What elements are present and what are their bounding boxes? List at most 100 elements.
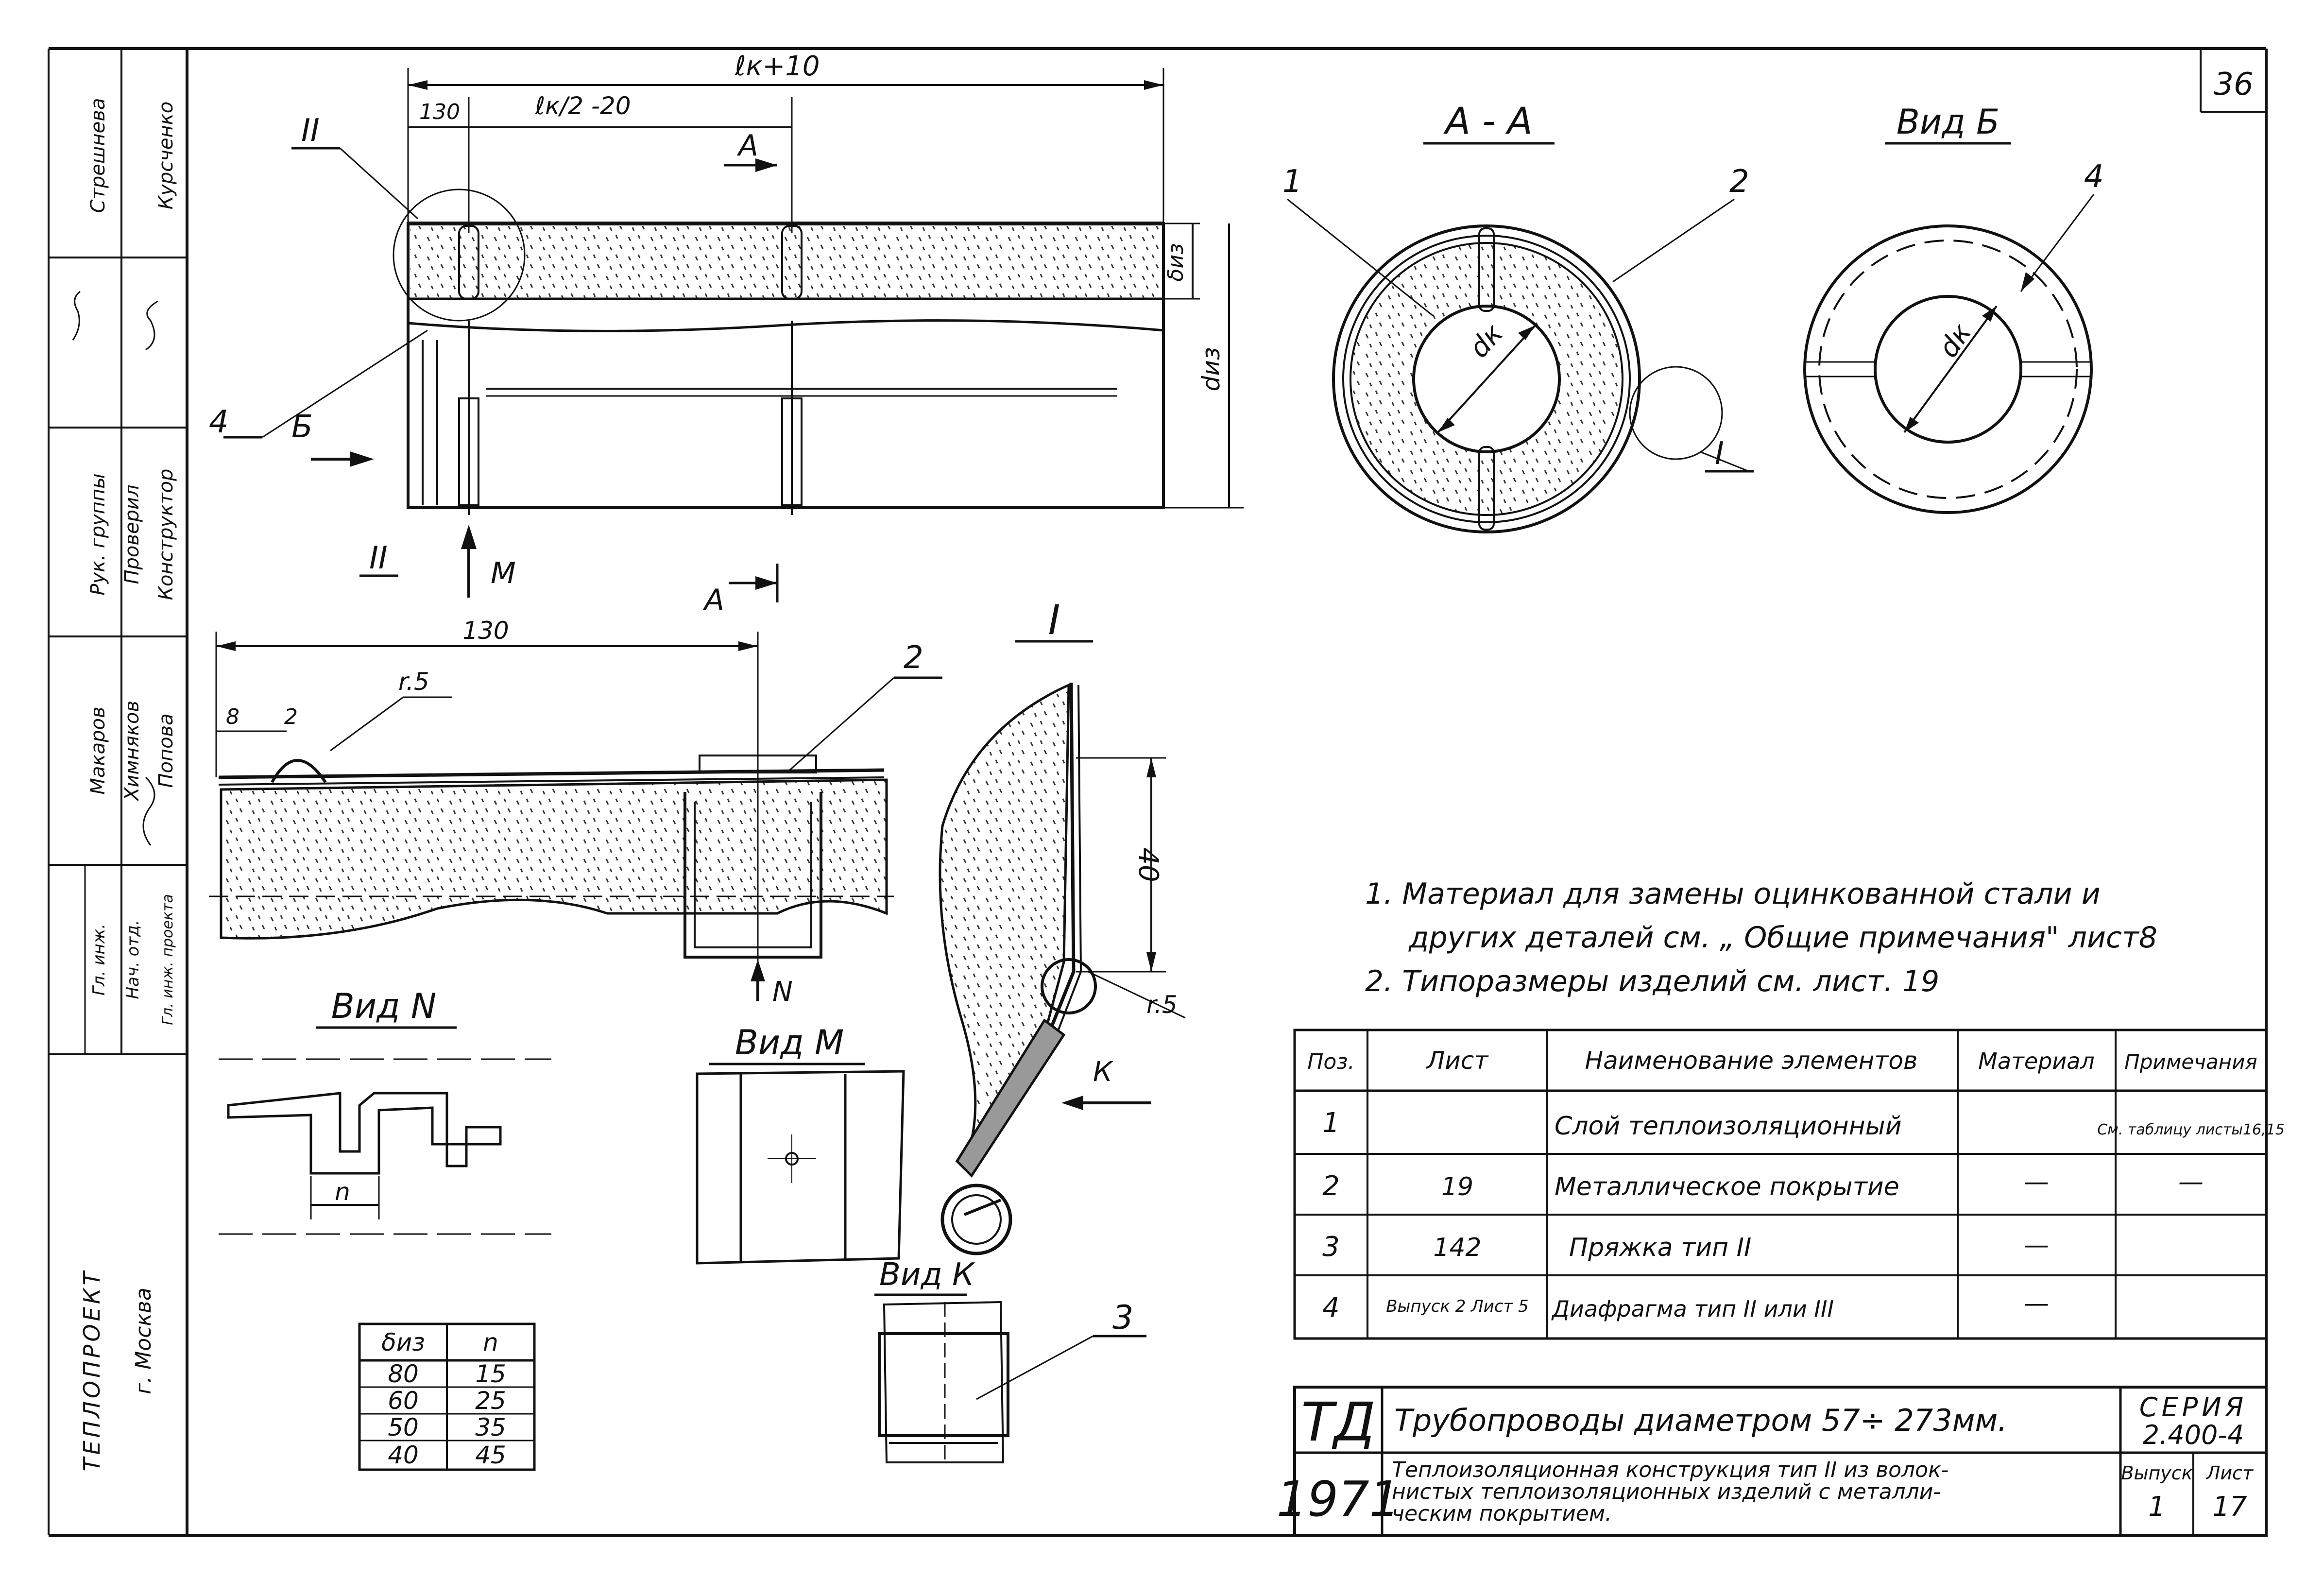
spec-row-pos: 3 — [1322, 1231, 1340, 1263]
spec-row-material: — — [2024, 1289, 2049, 1318]
n-table: δиз n 80 15 60 25 50 35 40 45 — [358, 1322, 536, 1471]
callout-4-main: 4 — [209, 404, 229, 440]
view-b: Вид Б dк 4 — [1803, 102, 2104, 514]
callout-ii-top: II — [301, 113, 320, 149]
spec-row-pos: 2 — [1322, 1170, 1340, 1202]
callout-4-view-b: 4 — [2084, 159, 2104, 195]
sidebar-role-2: Проверил — [121, 484, 143, 584]
n-table-header-n: n — [483, 1328, 498, 1356]
title-series-value: 2.400-4 — [2143, 1420, 2244, 1450]
notes: 1. Материал для замены оцинкованной стал… — [1365, 877, 2157, 998]
spec-header-pos: Поз. — [1307, 1049, 1354, 1074]
note-line-1: 1. Материал для замены оцинкованной стал… — [1365, 877, 2101, 911]
section-a-bottom-label: А — [702, 583, 724, 617]
label-r5: r.5 — [1146, 991, 1178, 1019]
sidebar-role-6: Гл. инж. проекта — [159, 894, 176, 1025]
spec-row-name: Диафрагма тип II или III — [1551, 1296, 1834, 1322]
title-sheet-value: 17 — [2212, 1491, 2247, 1523]
dim-130-top: 130 — [419, 100, 460, 124]
n-table-cell: 35 — [475, 1413, 506, 1442]
title-issue-label: Выпуск — [2121, 1462, 2192, 1484]
sheet-number: 36 — [2214, 67, 2253, 103]
spec-row-material: — — [2024, 1231, 2049, 1260]
n-table-cell: 40 — [388, 1441, 419, 1469]
note-line-3: 2. Типоразмеры изделий см. лист. 19 — [1365, 964, 1939, 998]
spec-row-name: Пряжка тип II — [1569, 1233, 1751, 1262]
label-r25: r.5 — [398, 668, 429, 696]
n-table-cell: 25 — [475, 1387, 506, 1415]
sidebar-person-3: Попова — [155, 713, 177, 788]
view-n-title: Вид N — [331, 986, 437, 1026]
dim-half-length: ℓк/2 -20 — [534, 92, 631, 120]
spec-row-sheet: 142 — [1433, 1233, 1481, 1262]
callout-ii-bottom: II — [369, 540, 388, 576]
spec-row-name: Металлическое покрытие — [1555, 1172, 1899, 1201]
n-table-cell: 45 — [475, 1441, 506, 1469]
detail-i-title: I — [1048, 596, 1060, 644]
n-table-header-biz: δиз — [381, 1328, 425, 1356]
sidebar-role-5: Нач. отд. — [123, 920, 143, 999]
sidebar-name-top-1: Стрешнева — [87, 98, 109, 213]
sidebar-city: г. Москва — [131, 1287, 156, 1394]
dim-40: 40 — [1132, 847, 1164, 882]
dim-130-detail: 130 — [462, 617, 509, 645]
callout-2-detail: 2 — [904, 640, 923, 676]
detail-ii: 130 8 2 r.5 2 N — [209, 617, 942, 1008]
title-logo: ТД — [1301, 1391, 1375, 1453]
callout-1-aa: 1 — [1282, 164, 1302, 200]
spec-row-note: См. таблицу листы16,15 — [2097, 1121, 2285, 1138]
title-sheet-label: Лист — [2205, 1462, 2254, 1484]
n-table-cell: 80 — [388, 1360, 419, 1388]
spec-row-sheet: Выпуск 2 Лист 5 — [1386, 1297, 1529, 1316]
callout-2-aa: 2 — [1729, 164, 1749, 200]
arrow-b-label: Б — [291, 409, 313, 445]
title-year: 1971 — [1277, 1471, 1401, 1528]
title-series-label: СЕРИЯ — [2139, 1392, 2247, 1423]
label-diz: dиз — [1197, 347, 1225, 392]
title-issue-value: 1 — [2148, 1491, 2166, 1523]
spec-header-material: Материал — [1978, 1048, 2095, 1074]
spec-header-sheet: Лист — [1426, 1047, 1489, 1075]
arrow-m-label: М — [491, 556, 516, 590]
n-table-cell: 50 — [388, 1413, 419, 1442]
view-b-title: Вид Б — [1897, 102, 1999, 142]
sheet-frame — [48, 47, 2268, 1537]
detail-i: I 40 r.5 К — [939, 596, 1186, 1255]
view-n-n: n — [335, 1178, 350, 1206]
arrow-n-label: N — [772, 976, 793, 1008]
section-a-top-label: А — [736, 129, 758, 163]
spec-row-material: — — [2024, 1167, 2049, 1197]
callout-3: 3 — [1112, 1299, 1133, 1337]
n-table-cell: 60 — [388, 1387, 419, 1415]
sidebar-role-4: Гл. инж. — [89, 924, 109, 995]
spec-header-note: Примечания — [2124, 1050, 2257, 1074]
sidebar-role-1: Рук. группы — [87, 473, 109, 595]
sidebar-role-3: Конструктор — [155, 469, 177, 601]
spec-row-pos: 4 — [1322, 1292, 1340, 1323]
sidebar-name-top-2: Курсченко — [155, 102, 177, 209]
sidebar: Стрешнева Курсченко Рук. группы Проверил… — [72, 98, 177, 1472]
view-m-title: Вид М — [735, 1023, 844, 1063]
sidebar-org: ТЕПЛОПРОЕКТ — [79, 1269, 105, 1472]
view-k-title: Вид К — [879, 1257, 975, 1293]
callout-i-aa: I — [1715, 436, 1724, 472]
spec-row-pos: 1 — [1322, 1107, 1340, 1139]
spec-row-note: — — [2178, 1167, 2204, 1197]
dim-8: 8 — [226, 704, 239, 729]
view-n: Вид N n — [219, 986, 551, 1235]
title-block: ТД 1971 Трубопроводы диаметром 57÷ 273мм… — [1277, 1386, 2268, 1537]
view-m: Вид М — [696, 1023, 905, 1265]
dim-total-length: ℓк+10 — [734, 51, 820, 82]
spec-row-sheet: 19 — [1441, 1172, 1473, 1201]
title-subtitle-2: нистых теплоизоляционных изделий с метал… — [1392, 1479, 1941, 1504]
title-main: Трубопроводы диаметром 57÷ 273мм. — [1394, 1403, 2007, 1438]
spec-header-name: Наименование элементов — [1585, 1047, 1918, 1075]
view-k: Вид К 3 — [874, 1257, 1146, 1463]
title-subtitle-3: ческим покрытием. — [1392, 1501, 1612, 1526]
spec-table: Поз. Лист Наименование элементов Материа… — [1293, 1029, 2285, 1340]
sidebar-person-1: Макаров — [87, 706, 109, 794]
section-aa: А - А dк 1 2 I — [1282, 99, 1754, 533]
main-view: ℓк+10 130 ℓк/2 -20 А δиз — [209, 51, 1244, 617]
section-aa-title: А - А — [1443, 99, 1533, 142]
